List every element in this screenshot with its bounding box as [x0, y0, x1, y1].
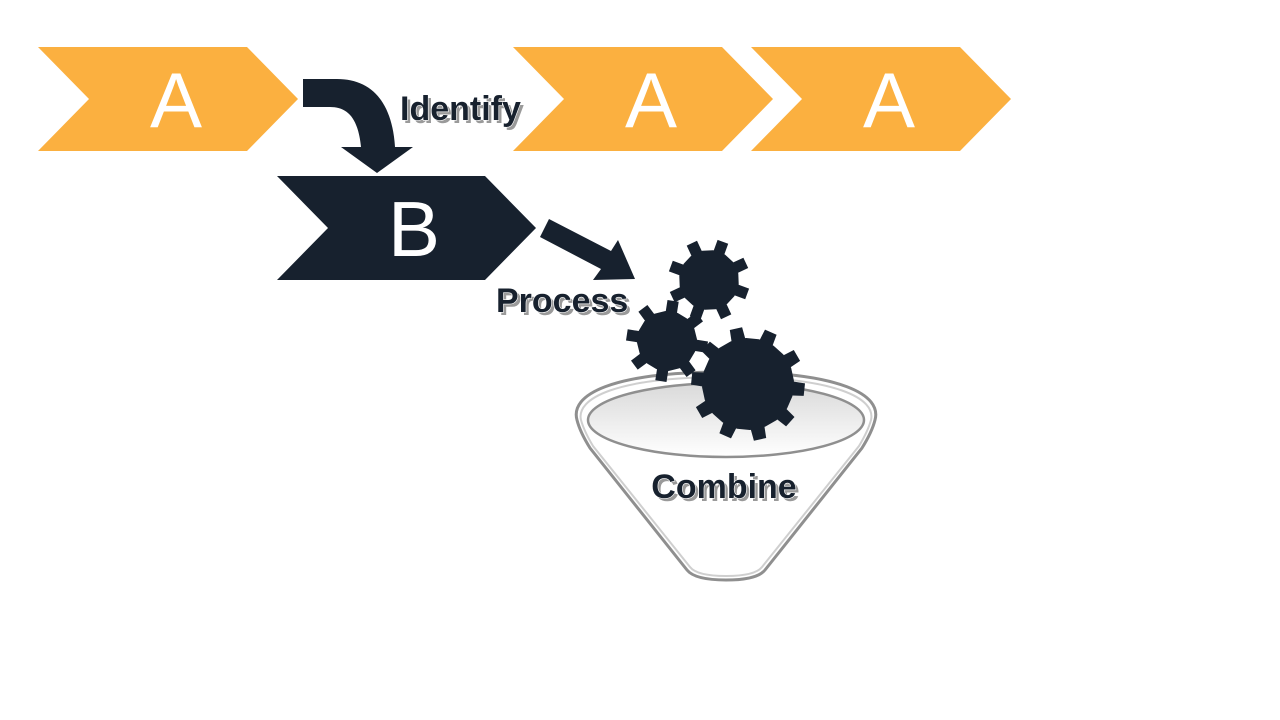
chevron-shape [38, 47, 298, 151]
svg-text:Identify: Identify [403, 93, 524, 131]
chevron-a-first: A [38, 47, 298, 151]
chevron-shape [513, 47, 773, 151]
curved-arrow-icon [303, 79, 413, 173]
funnel-body-inner [579, 375, 873, 578]
combine-label: Combine Combine [651, 467, 800, 509]
gear-shape [668, 239, 750, 321]
arrow-icon [540, 219, 635, 280]
gear-shape [626, 300, 708, 382]
svg-text:Process: Process [496, 282, 628, 320]
chevron-letter: A [625, 56, 677, 144]
chevron-shape [751, 47, 1011, 151]
chevron-b: B [277, 176, 536, 280]
process-label: Process Process [495, 281, 631, 323]
chevron-a-third: A [751, 47, 1011, 151]
chevron-shape [277, 176, 536, 280]
gear-icon [668, 239, 750, 321]
svg-text:Identify: Identify [400, 90, 521, 128]
identify-label: Identify Identify [399, 89, 524, 131]
chevron-a-second: A [513, 47, 773, 151]
chevron-letter: A [150, 56, 202, 144]
svg-text:Combine: Combine [654, 471, 799, 509]
gear-shape [691, 327, 805, 441]
chevron-letter: A [863, 56, 915, 144]
svg-text:Combine: Combine [651, 468, 796, 506]
svg-text:Process: Process [499, 285, 631, 323]
chevron-letter: B [388, 185, 440, 273]
gear-icon [626, 300, 708, 382]
gear-icon [691, 327, 805, 441]
